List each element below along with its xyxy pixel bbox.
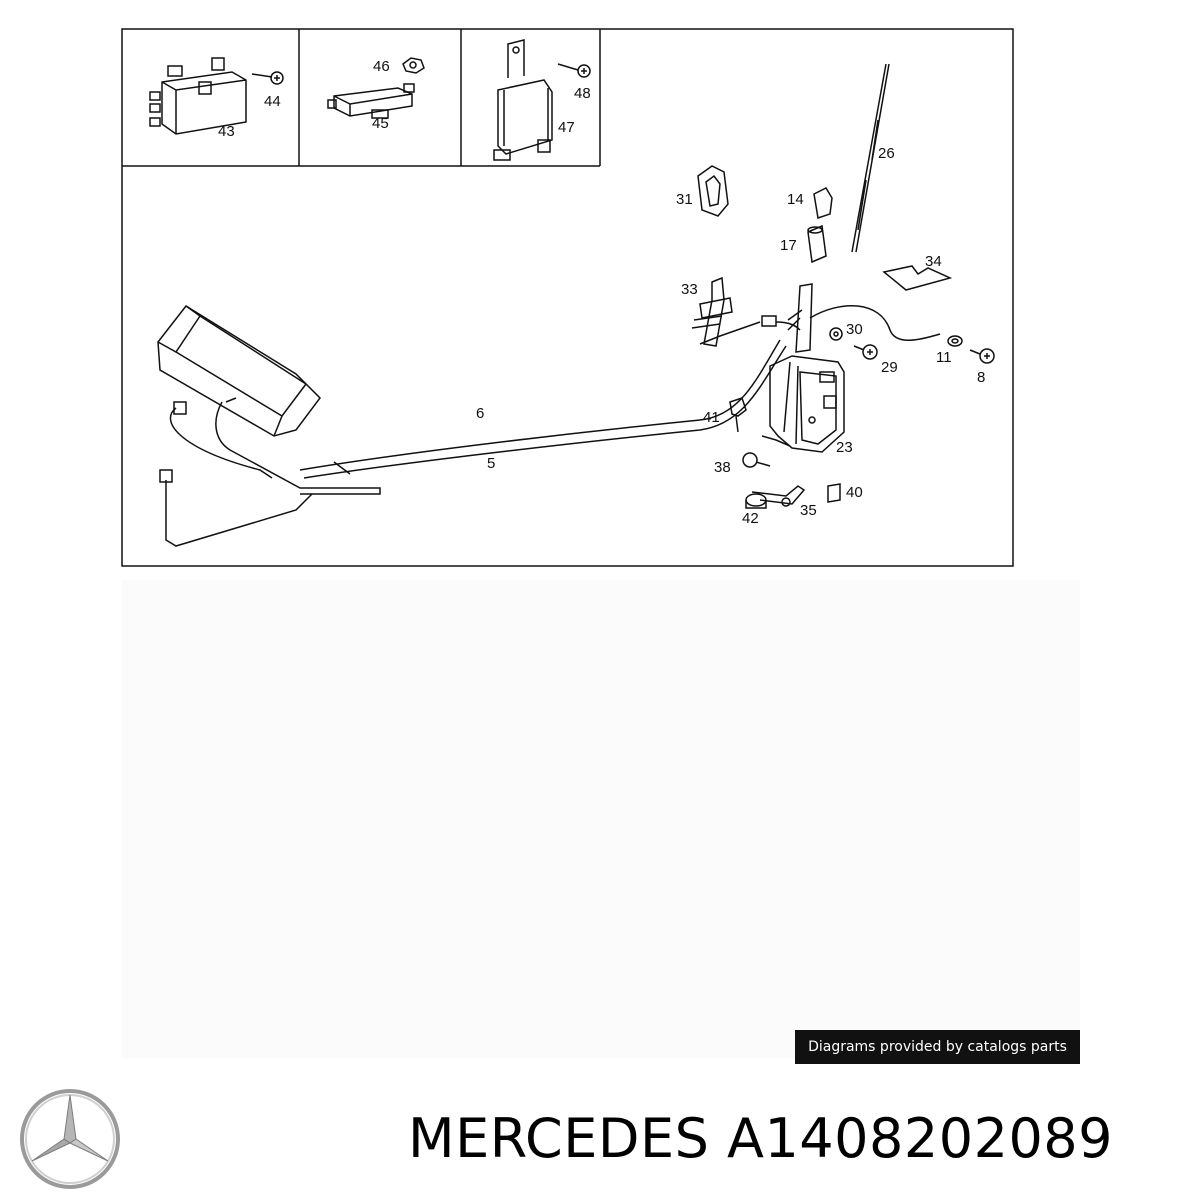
callout-46: 46 <box>373 58 390 75</box>
part-46-nut <box>402 57 425 74</box>
callout-31: 31 <box>676 191 693 208</box>
part-38-screw <box>742 452 771 468</box>
mercedes-star-icon <box>20 1089 120 1189</box>
callout-33: 33 <box>681 281 698 298</box>
callout-42: 42 <box>742 510 759 527</box>
part-number-title: MERCEDES A1408202089 <box>408 1107 1114 1170</box>
part-40-clip <box>827 483 841 503</box>
part-8-screw <box>969 348 995 364</box>
callout-8: 8 <box>977 369 985 386</box>
callout-14: 14 <box>787 191 804 208</box>
antenna-cables <box>159 321 787 547</box>
part-29-screw <box>853 344 878 360</box>
callout-47: 47 <box>558 119 575 136</box>
callout-44: 44 <box>264 93 281 110</box>
part-47-bracket-module <box>493 39 553 161</box>
callout-41: 41 <box>703 409 720 426</box>
callout-43: 43 <box>218 123 235 140</box>
part-45-module <box>327 83 415 119</box>
callout-45: 45 <box>372 115 389 132</box>
callout-48: 48 <box>574 85 591 102</box>
part-23-antenna-motor <box>761 355 845 453</box>
part-33-connector <box>691 276 733 347</box>
callout-26: 26 <box>878 145 895 162</box>
diagram-frame <box>121 28 1014 567</box>
callout-35: 35 <box>800 502 817 519</box>
part-17-sleeve <box>807 224 827 264</box>
diagram-credit-banner: Diagrams provided by catalogs parts <box>795 1030 1080 1064</box>
part-11-washer <box>947 335 963 347</box>
callout-38: 38 <box>714 459 731 476</box>
callout-34: 34 <box>925 253 942 270</box>
callout-17: 17 <box>780 237 797 254</box>
callout-11: 11 <box>936 349 952 366</box>
parts-diagram: 43 44 45 46 47 48 26 31 14 17 34 33 30 2… <box>121 28 1014 567</box>
callout-5: 5 <box>487 455 495 472</box>
part-30-star-washer <box>829 327 843 341</box>
amplifier-housing <box>157 305 321 437</box>
part-43-control-unit <box>149 57 247 135</box>
callout-40: 40 <box>846 484 863 501</box>
part-48-screw <box>557 63 591 78</box>
part-41-bolt <box>729 397 747 433</box>
callout-29: 29 <box>881 359 898 376</box>
part-44-screw <box>251 71 284 85</box>
callout-23: 23 <box>836 439 853 456</box>
part-31-grommet <box>697 165 729 217</box>
callout-6: 6 <box>476 405 484 422</box>
page-background <box>122 580 1080 1058</box>
part-26-antenna-mast <box>851 63 890 253</box>
part-34-plate <box>882 265 953 291</box>
part-14-cap <box>813 187 833 219</box>
callout-30: 30 <box>846 321 863 338</box>
antenna-base-cables <box>761 283 941 353</box>
part-35-strap <box>751 485 806 507</box>
